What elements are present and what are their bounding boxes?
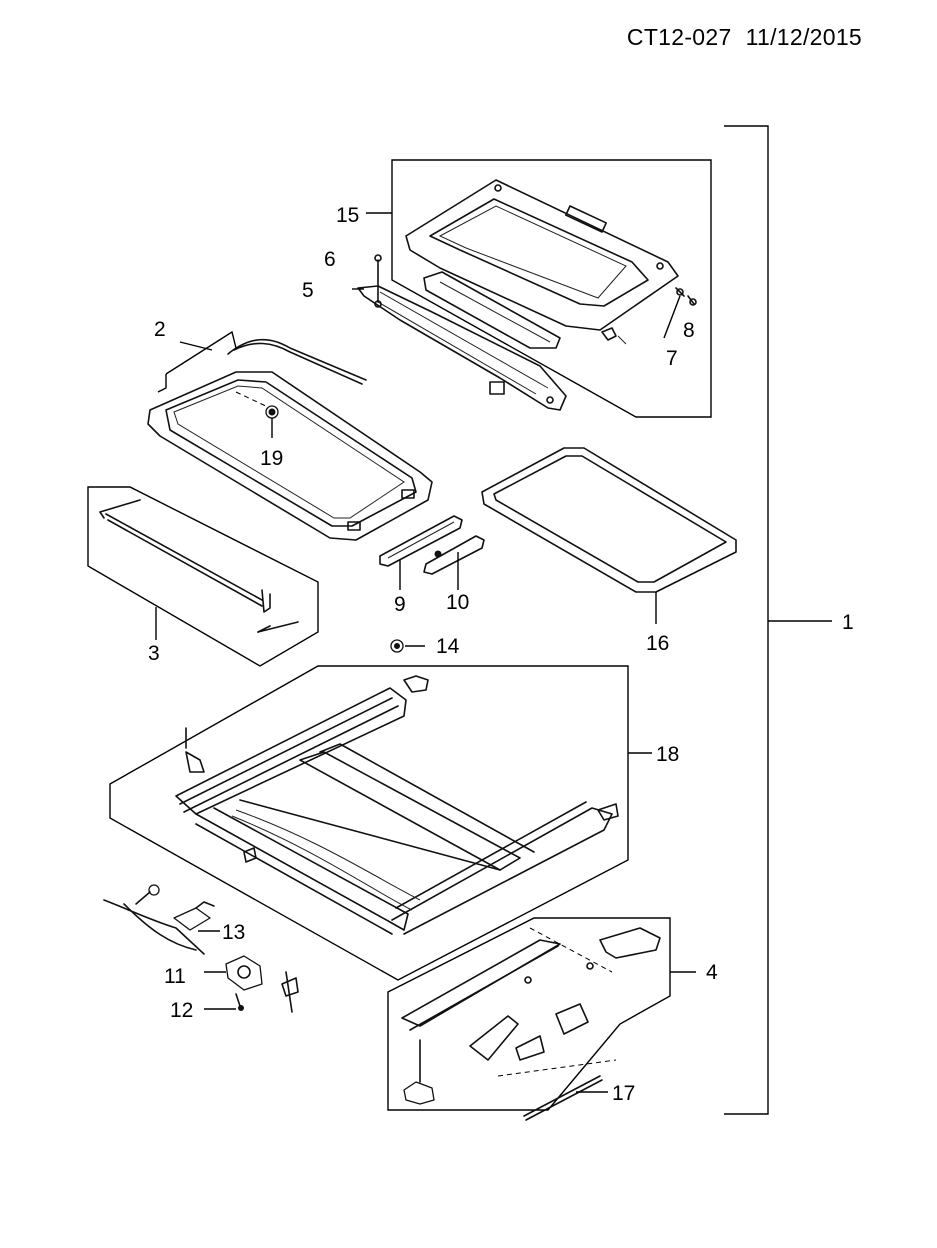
callout-18: 18	[656, 743, 679, 766]
part-screw-8	[687, 295, 697, 306]
callout-6: 6	[324, 248, 336, 271]
callout-labels: 1 2 3 4 5 6 7 8 9 10 11 12 13 14 15 16 1…	[148, 204, 854, 1105]
callout-19: 19	[260, 447, 283, 470]
doc-date: 11/12/2015	[745, 24, 862, 50]
part-mechanism-4	[401, 927, 661, 1105]
callout-13: 13	[222, 921, 245, 944]
callout-8: 8	[683, 319, 695, 342]
group-box-4	[387, 917, 696, 1111]
part-screw-6	[374, 254, 382, 308]
group-box-2	[157, 330, 237, 393]
group-box-15	[366, 159, 712, 418]
part-side-guide-10	[423, 535, 485, 590]
callout-12: 12	[170, 999, 193, 1022]
part-screw-7	[617, 287, 685, 345]
diagram-header: CT12-027 11/12/2015	[627, 24, 862, 51]
part-nut-14	[390, 639, 425, 653]
callout-16: 16	[646, 632, 669, 655]
callout-15: 15	[336, 204, 359, 227]
callout-1: 1	[842, 611, 854, 634]
callout-2: 2	[154, 318, 166, 341]
part-side-guide-9	[379, 515, 463, 590]
part-cable-17	[523, 1075, 608, 1121]
part-nut-19	[235, 391, 279, 438]
group-box-18	[109, 665, 652, 981]
part-drain-hose	[99, 499, 299, 633]
callout-4: 4	[706, 961, 718, 984]
callout-14: 14	[436, 635, 460, 658]
callout-3: 3	[148, 642, 160, 665]
callout-5: 5	[302, 279, 314, 302]
part-motor-11	[204, 955, 263, 991]
group-box-3	[87, 486, 319, 667]
part-cable-harness	[103, 884, 205, 955]
callout-10: 10	[446, 591, 469, 614]
part-screw-12	[204, 993, 244, 1011]
callout-17: 17	[612, 1082, 635, 1105]
part-deflector-bar	[357, 285, 567, 411]
part-housing-frame	[405, 179, 679, 349]
part-glass-panel	[147, 338, 433, 541]
callout-9: 9	[394, 593, 406, 616]
doc-code: CT12-027	[626, 24, 732, 50]
leader-lines	[352, 288, 681, 339]
assembly-bracket	[724, 125, 832, 1115]
callout-7: 7	[666, 347, 678, 370]
part-frame-assembly	[175, 675, 619, 935]
part-bracket-small	[281, 971, 299, 1013]
callout-11: 11	[164, 965, 186, 988]
part-weatherstrip-seal	[481, 447, 737, 624]
part-module-13	[173, 901, 220, 932]
